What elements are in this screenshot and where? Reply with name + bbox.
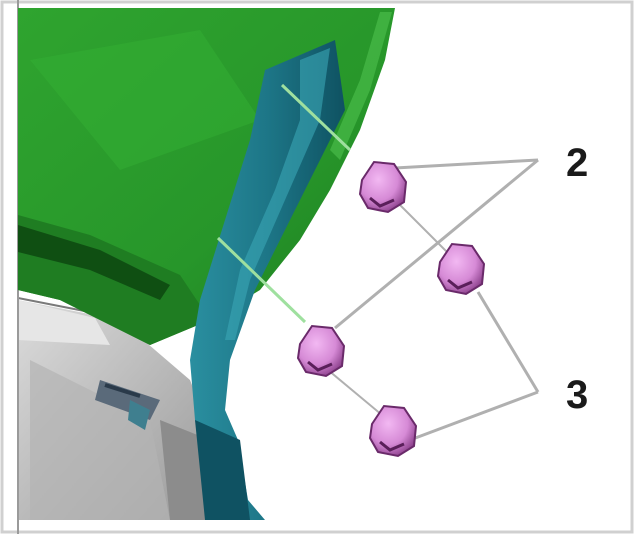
clip-2-upper: [358, 160, 408, 214]
callout-2-label: 2: [566, 141, 588, 185]
clip-3-upper: [436, 242, 486, 296]
leader-lines-2: [334, 158, 539, 330]
clip-3-lower: [368, 404, 418, 458]
leader-lines-3: [409, 291, 540, 442]
clip-2-lower: [296, 324, 346, 378]
guide-line-upper: [280, 83, 352, 152]
clip-link-upper: [394, 199, 456, 261]
callout-3-label: 3: [566, 373, 588, 417]
teal-trim-strip: [190, 40, 345, 520]
guide-line-lower: [216, 236, 307, 324]
clip-link-lower: [327, 369, 389, 421]
